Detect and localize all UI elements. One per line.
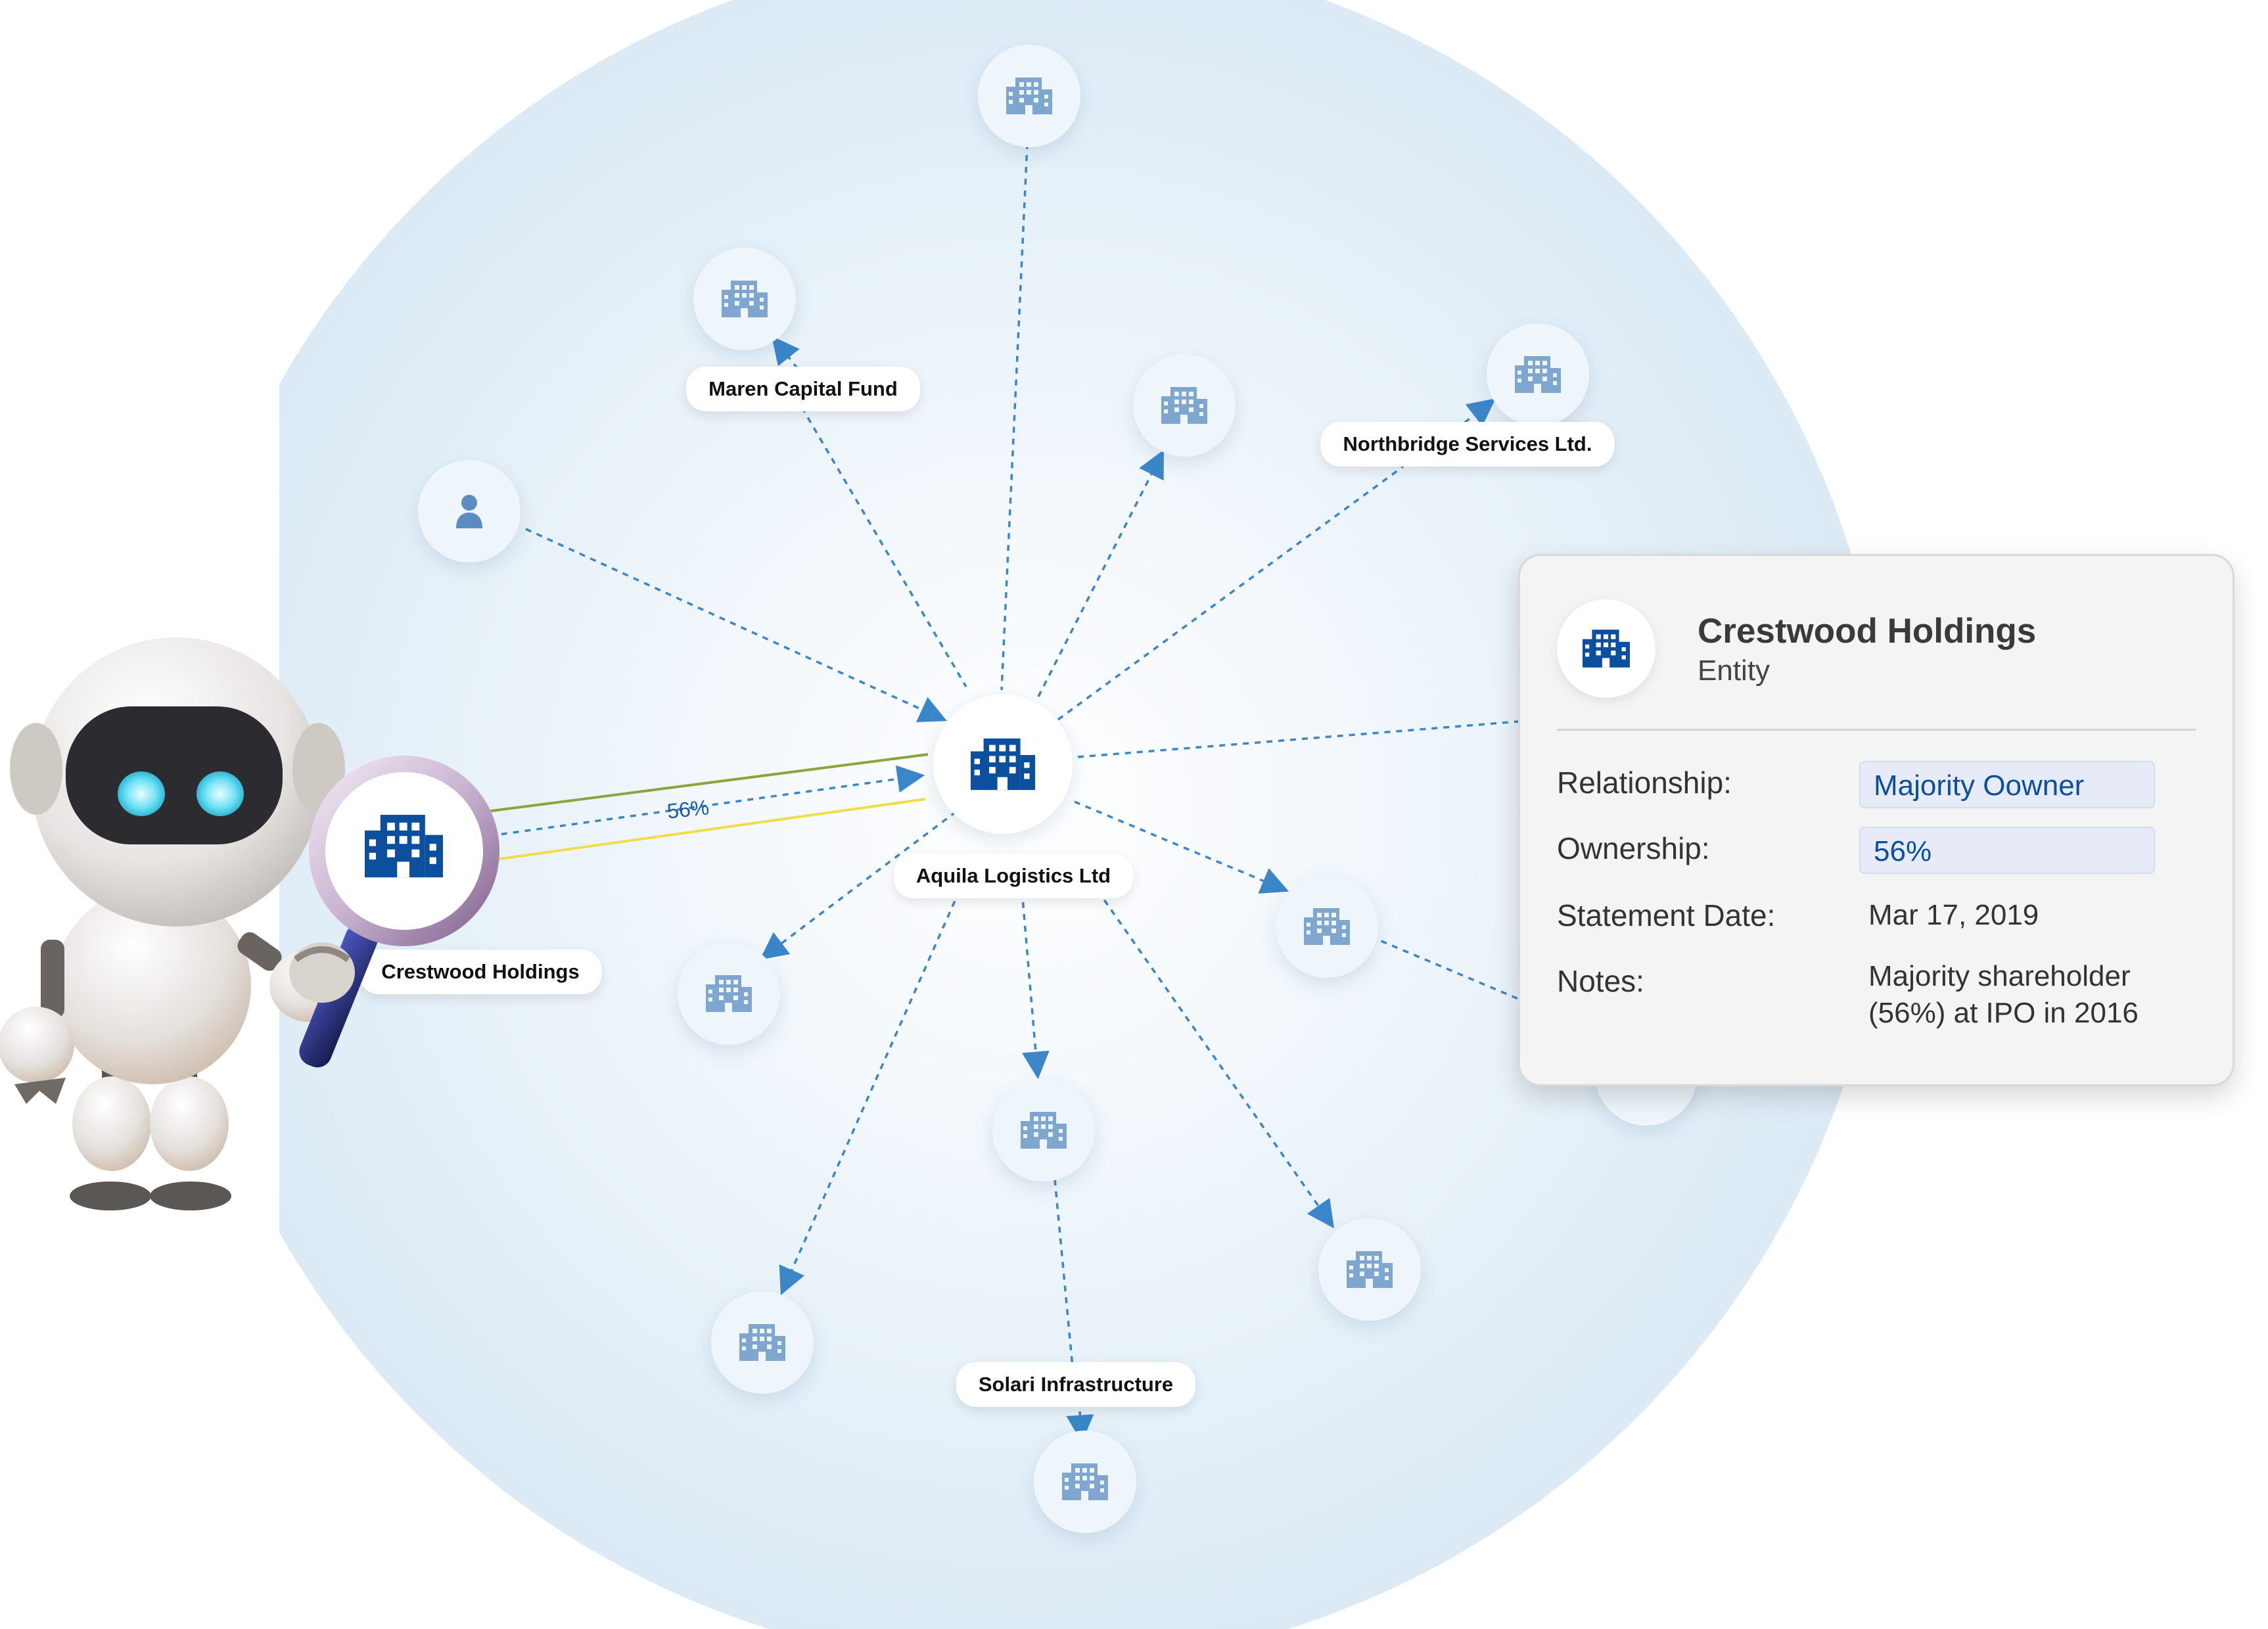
statement-date-label: Statement Date: [1557, 898, 1776, 932]
edge-upper-mid [1037, 449, 1164, 697]
node-bottom-mid[interactable] [992, 1079, 1095, 1182]
card-divider [1557, 729, 2196, 731]
ownership-label: Ownership: [1557, 831, 1710, 865]
edge-crestwood [489, 765, 925, 837]
statement-date-value: Mar 17, 2019 [1868, 899, 2039, 931]
card-title: Crestwood Holdings [1698, 612, 2037, 651]
edge-crestwood-green [486, 753, 929, 813]
magnifier-icon [299, 756, 499, 1068]
edge-person [525, 528, 947, 722]
notes-label: Notes: [1557, 964, 1644, 998]
building-icon [1304, 908, 1350, 945]
edge-bottom-right [1096, 889, 1335, 1229]
edge-ownership-label: 56% [666, 795, 710, 823]
building-icon [722, 281, 768, 317]
building-icon [1006, 78, 1052, 114]
node-bottom-left[interactable] [711, 1291, 814, 1394]
ownership-value[interactable]: 56% [1859, 827, 2155, 874]
node-northbridge[interactable] [1487, 323, 1589, 426]
node-person[interactable] [418, 460, 521, 562]
edge-top [1000, 131, 1029, 691]
node-upper-mid[interactable] [1133, 354, 1236, 457]
edge-lower-left [760, 810, 958, 960]
card-subtitle: Entity [1698, 654, 1770, 687]
building-icon [1347, 1251, 1393, 1288]
relationship-value[interactable]: Majority Oowner [1859, 761, 2155, 808]
robot-hand [289, 942, 355, 1003]
label-maren: Maren Capital Fund [686, 367, 920, 411]
node-maren[interactable] [693, 248, 796, 350]
building-icon [971, 738, 1035, 791]
building-icon [706, 975, 752, 1012]
node-right-lower[interactable] [1276, 875, 1378, 978]
edge-solari [1053, 1179, 1074, 1367]
edge-right-card [1370, 935, 1519, 1000]
label-center: Aquila Logistics Ltd [893, 854, 1134, 898]
person-icon [456, 495, 482, 528]
node-solari[interactable] [1034, 1431, 1136, 1533]
building-icon [739, 1324, 785, 1361]
edge-solari-bottom [1066, 1411, 1094, 1443]
node-lower-left[interactable] [678, 942, 780, 1045]
building-icon [1021, 1112, 1067, 1149]
relationship-label: Relationship: [1557, 766, 1732, 800]
edge-right-lower [1074, 800, 1289, 894]
node-center-aquila[interactable] [933, 695, 1073, 834]
edge-northbridge-top [1445, 398, 1496, 438]
label-solari: Solari Infrastructure [956, 1362, 1196, 1407]
edge-right [1077, 720, 1519, 758]
label-crestwood: Crestwood Holdings [359, 950, 602, 994]
edge-northbridge [1057, 465, 1404, 721]
building-icon [1583, 630, 1630, 668]
building-icon [1515, 356, 1561, 393]
entity-info-card: Crestwood Holdings Entity Relationship: … [1518, 554, 2234, 1086]
edge-crestwood-yellow [486, 798, 926, 862]
node-bottom-right[interactable] [1318, 1218, 1421, 1321]
building-icon [1062, 1463, 1108, 1500]
label-northbridge: Northbridge Services Ltd. [1320, 422, 1615, 467]
notes-value: Majority shareholder (56%) at IPO in 201… [1868, 960, 2139, 1029]
robot-mascot [0, 637, 348, 1210]
edge-bottom-left [779, 890, 961, 1296]
node-top[interactable] [978, 45, 1080, 147]
card-avatar [1557, 599, 1655, 698]
building-icon [1161, 387, 1207, 424]
